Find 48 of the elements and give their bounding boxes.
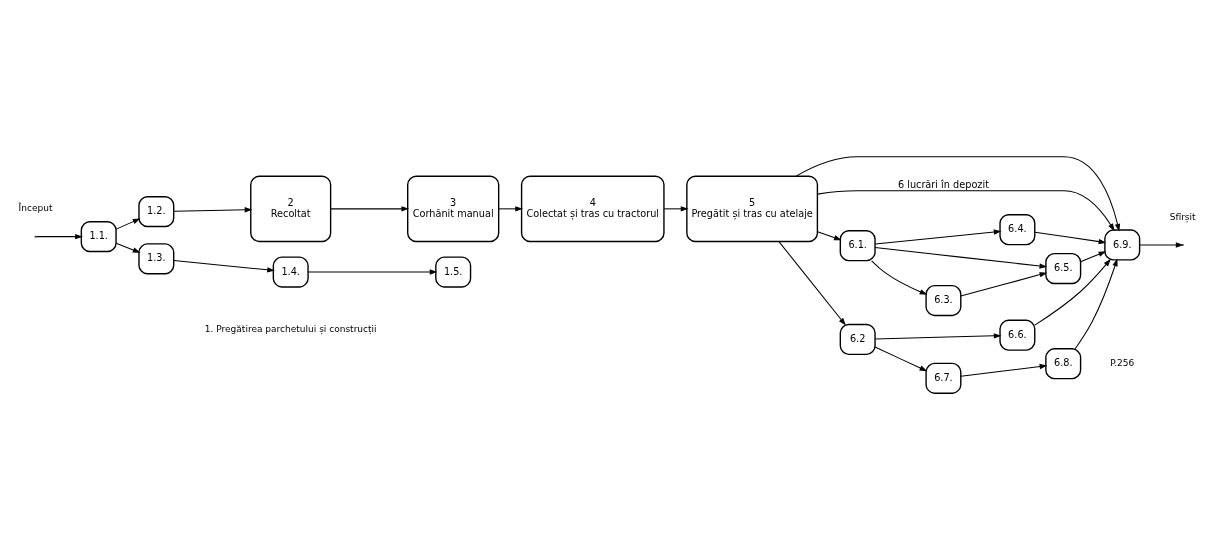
node-box: 3 Corhănit manual (407, 175, 500, 242)
arrow (663, 205, 689, 212)
arrow (778, 240, 846, 325)
node-box: 2 Recoltat (250, 175, 332, 242)
arrow (874, 246, 1048, 269)
arrow (330, 205, 410, 212)
node-box: 6.3. (925, 284, 962, 316)
node-box: 5 Pregătit și tras cu atelaje (686, 175, 819, 242)
arrow (795, 155, 1121, 232)
arrow (173, 206, 253, 212)
arrow (35, 233, 83, 239)
node-box: 1.3. (138, 242, 175, 274)
arrow (1074, 258, 1118, 349)
arrow (874, 346, 928, 371)
label: Început (18, 202, 53, 213)
node-box: 1.2. (138, 195, 175, 227)
node-box: 6.2 (839, 323, 876, 355)
arrow (498, 205, 523, 212)
label: 1. Pregătirea parchetului și construcții (204, 323, 377, 334)
node-box: 6.9. (1104, 228, 1141, 261)
arrow (871, 259, 928, 295)
arrow (874, 332, 1002, 339)
arrow (960, 363, 1048, 377)
node-box: 6.7. (925, 362, 962, 394)
arrow (1034, 258, 1111, 326)
node-box: 6.6. (999, 319, 1036, 351)
arrow (1034, 231, 1107, 244)
arrow (1080, 250, 1107, 262)
node-box: 1.5. (435, 255, 472, 288)
edge-label: 6 lucrări în depozit (897, 178, 989, 190)
arrow (173, 259, 275, 272)
node-box: 4 Colectat și tras cu tractorul (520, 175, 665, 242)
arrow (960, 271, 1048, 297)
arrow (115, 242, 141, 253)
node-box: 1.4. (272, 255, 309, 288)
arrow (115, 217, 141, 230)
arrow (874, 228, 1002, 244)
arrow (817, 230, 842, 240)
node-box: 6.4. (999, 213, 1036, 245)
node-box: 1.1. (80, 220, 117, 252)
arrow (1139, 241, 1184, 248)
arrow (817, 189, 1115, 231)
node-box: 6.5. (1045, 252, 1082, 284)
arrow (307, 268, 438, 275)
node-box: 6.1. (839, 229, 876, 261)
node-box: 6.8. (1045, 347, 1082, 379)
label: P.256 (1110, 357, 1135, 368)
label: Sfîrșit (1169, 211, 1196, 222)
